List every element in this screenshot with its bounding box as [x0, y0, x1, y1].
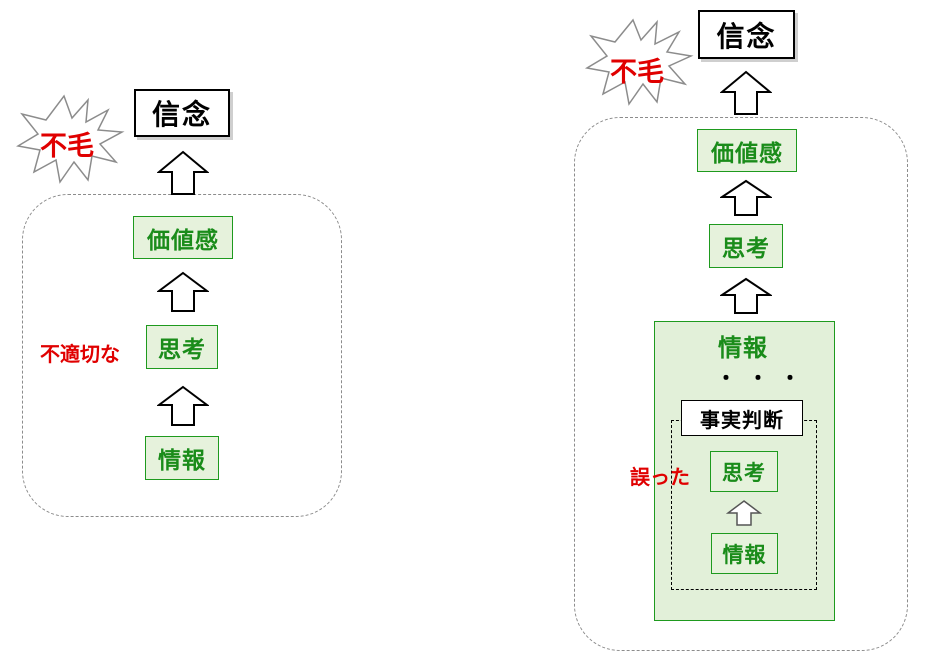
right-burst-icon — [584, 18, 694, 106]
right-inner-information-box: 情報 — [711, 533, 778, 574]
left-arrow-value-to-belief — [157, 150, 209, 195]
right-ellipsis: ・・・ — [716, 366, 812, 390]
right-arrow-thinking-to-value — [720, 179, 772, 216]
left-information-box: 情報 — [145, 436, 219, 480]
right-annotation-label: 誤った — [630, 465, 690, 489]
right-arrow-inner-info-to-thinking — [726, 500, 762, 526]
right-fact-judgment-label: 事実判断 — [681, 400, 803, 436]
left-burst-icon — [16, 94, 125, 184]
right-value-box: 価値感 — [697, 129, 797, 172]
right-arrow-info-to-thinking — [720, 277, 772, 314]
right-burst-label: 不毛 — [610, 57, 664, 88]
left-annotation-label: 不適切な — [40, 342, 120, 366]
left-arrow-info-to-thinking — [157, 385, 209, 426]
right-arrow-value-to-belief — [720, 70, 772, 115]
right-thinking-box: 思考 — [709, 224, 783, 268]
left-value-box: 価値感 — [133, 216, 233, 259]
left-burst-label: 不毛 — [40, 131, 94, 162]
left-thinking-box: 思考 — [146, 325, 218, 369]
left-belief-box: 信念 — [134, 89, 230, 137]
right-scope-group — [574, 117, 908, 651]
right-belief-box: 信念 — [698, 10, 795, 59]
left-arrow-thinking-to-value — [157, 271, 209, 312]
right-inner-thinking-box: 思考 — [710, 451, 778, 492]
right-information-panel-title: 情報 — [718, 334, 768, 362]
